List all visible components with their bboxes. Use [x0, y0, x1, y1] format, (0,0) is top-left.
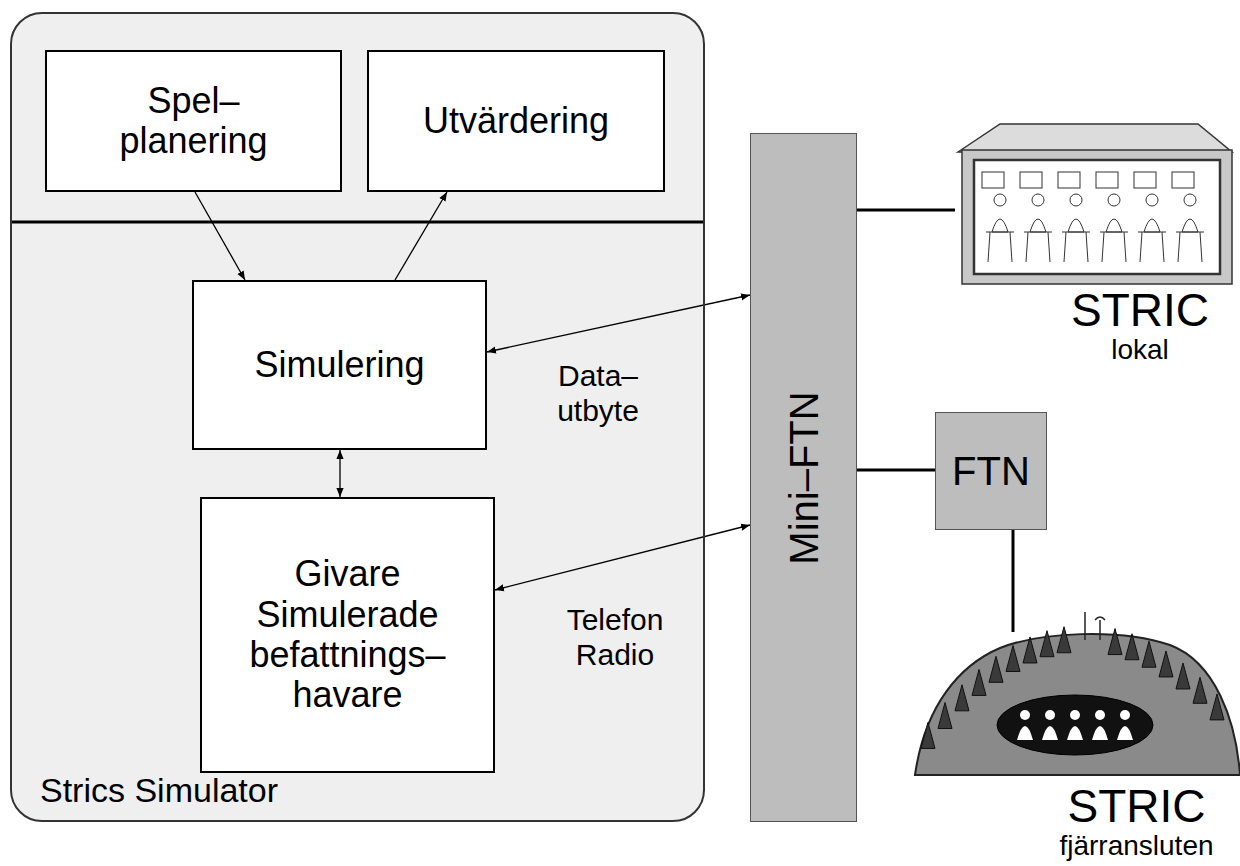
- flow-arrow: [487, 295, 750, 352]
- tree: [989, 656, 1003, 682]
- tree: [1108, 629, 1122, 655]
- operator-body: [1024, 219, 1052, 262]
- monitor: [1020, 172, 1042, 188]
- tree: [1057, 627, 1071, 653]
- process-box: Givare Simulerade befattnings– havare: [200, 497, 495, 773]
- operator-figures: [982, 172, 1204, 262]
- operator-body: [1100, 219, 1128, 262]
- building-window: [974, 160, 1220, 274]
- antenna: [1099, 620, 1101, 640]
- head: [1070, 194, 1082, 206]
- building-wall: [962, 150, 1232, 284]
- tree: [921, 722, 935, 748]
- operator-body: [986, 219, 1014, 262]
- node-label: Givare Simulerade befattnings– havare: [210, 554, 485, 715]
- operator-body: [1062, 219, 1090, 262]
- head: [1108, 194, 1120, 206]
- panel-ground: [11, 13, 704, 821]
- node-label: FTN: [952, 449, 1030, 494]
- process-box: FTN: [935, 412, 1047, 530]
- tree: [1125, 634, 1139, 660]
- flow-arrow: [195, 192, 245, 280]
- operator-body: [1138, 219, 1166, 262]
- site-figure: STRIClokal: [955, 120, 1235, 376]
- process-box: Utvärdering: [367, 50, 665, 192]
- operator-body: [1092, 726, 1108, 740]
- bunker-illustration: [915, 612, 1240, 775]
- tree: [1006, 645, 1020, 671]
- node-label: STRIC: [1068, 782, 1206, 830]
- hill-shape: [915, 634, 1240, 775]
- head: [994, 194, 1006, 206]
- flow-arrow: [339, 450, 340, 497]
- flow-arrow: [395, 192, 447, 280]
- operator-body: [1067, 726, 1083, 740]
- edge-label: Data– utbyte: [528, 358, 668, 429]
- tree: [1142, 641, 1156, 667]
- network-link: [857, 469, 935, 472]
- building-illustration: [958, 124, 1232, 284]
- antenna-dish: [1095, 617, 1105, 620]
- node-label: Mini–FTN: [781, 391, 826, 564]
- flow-arrow: [495, 525, 750, 590]
- cave-opening: [997, 695, 1153, 755]
- head: [1095, 710, 1105, 720]
- building-roof: [958, 124, 1232, 152]
- head: [1020, 710, 1030, 720]
- tree: [1023, 637, 1037, 663]
- tree-row: [921, 627, 1224, 749]
- node-label: Utvärdering: [423, 101, 609, 141]
- tree: [1176, 663, 1190, 689]
- network-link: [1012, 530, 1015, 632]
- operator-body: [1017, 726, 1033, 740]
- tree: [1210, 694, 1224, 720]
- operator-body: [1176, 219, 1204, 262]
- monitor: [1172, 172, 1194, 188]
- divider-line: [11, 221, 704, 224]
- operator-body: [1042, 726, 1058, 740]
- tree: [1040, 631, 1054, 657]
- head: [1120, 710, 1130, 720]
- site-figure: STRICfjärransluten: [915, 632, 1240, 864]
- tree: [1193, 677, 1207, 703]
- tree: [972, 669, 986, 695]
- network-link: [857, 209, 955, 212]
- monitor: [1134, 172, 1156, 188]
- head: [1184, 194, 1196, 206]
- tree: [938, 703, 952, 729]
- node-sublabel: fjärransluten: [1059, 830, 1213, 862]
- node-label: Strics Simulator: [40, 771, 278, 810]
- operator-body: [1117, 726, 1133, 740]
- node-label: Simulering: [254, 345, 424, 385]
- operator-figures: [1017, 710, 1133, 740]
- head: [1045, 710, 1055, 720]
- network-bar: Mini–FTN: [750, 133, 857, 822]
- head: [1032, 194, 1044, 206]
- node-sublabel: lokal: [1111, 334, 1169, 366]
- monitor: [1058, 172, 1080, 188]
- antenna: [1084, 612, 1086, 640]
- node-label: Spel– planering: [94, 81, 294, 162]
- node-label: STRIC: [1071, 286, 1209, 334]
- monitor: [982, 172, 1004, 188]
- process-box: Simulering: [192, 280, 487, 450]
- process-box: Spel– planering: [45, 50, 342, 192]
- edge-label: Telefon Radio: [540, 602, 690, 673]
- monitor: [1096, 172, 1118, 188]
- tree: [1159, 651, 1173, 677]
- tree: [955, 685, 969, 711]
- head: [1146, 194, 1158, 206]
- head: [1070, 710, 1080, 720]
